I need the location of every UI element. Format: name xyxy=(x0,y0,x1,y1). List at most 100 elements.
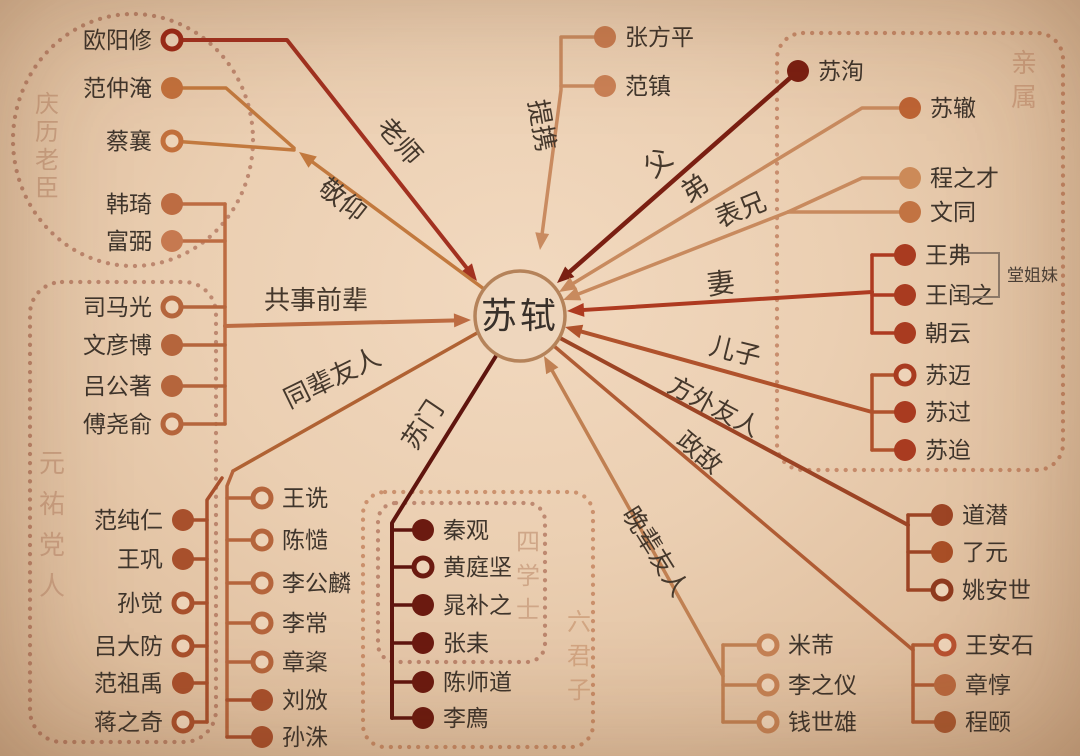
svg-text:庆: 庆 xyxy=(35,90,59,118)
node-label-fan-chunren: 范纯仁 xyxy=(94,508,163,534)
node-dot-filled xyxy=(412,707,434,729)
svg-text:学: 学 xyxy=(516,562,540,590)
node-mi-fu: 米芾 xyxy=(756,633,834,659)
connector-23 xyxy=(567,290,874,317)
node-chen-shidao: 陈师道 xyxy=(412,670,512,696)
node-dot-open xyxy=(250,486,274,510)
node-label-cheng-zhicai: 程之才 xyxy=(930,166,999,192)
node-li-chang: 李常 xyxy=(250,611,328,637)
node-wen-tong: 文同 xyxy=(899,200,976,226)
edge-label-tongbei-youren: 同辈友人 xyxy=(279,343,386,416)
center-label: 苏轼 xyxy=(481,296,559,337)
svg-text:人: 人 xyxy=(39,572,65,602)
node-label-li-gonglin: 李公麟 xyxy=(282,571,351,597)
connector-15 xyxy=(559,106,912,292)
node-dot-filled xyxy=(172,509,194,531)
svg-text:亲: 亲 xyxy=(1011,49,1037,79)
svg-text:四: 四 xyxy=(516,528,540,556)
svg-text:士: 士 xyxy=(516,596,540,624)
node-dot-filled xyxy=(412,594,434,616)
svg-text:党: 党 xyxy=(39,531,65,561)
center-node-su-shi: 苏轼 xyxy=(473,269,567,363)
node-chao-yun: 朝云 xyxy=(894,321,971,347)
node-dot-filled xyxy=(894,322,916,344)
node-dot-filled xyxy=(899,201,921,223)
node-dao-qian: 道潜 xyxy=(931,503,1008,529)
connector-43 xyxy=(544,356,725,678)
node-label-lv-dafang: 吕大防 xyxy=(94,634,163,660)
node-label-sun-zhu: 孙洙 xyxy=(282,725,328,751)
edge-label-zhengdi: 政敌 xyxy=(671,425,728,479)
node-zhang-jie: 章楶 xyxy=(250,650,328,676)
node-li-zhiyi: 李之仪 xyxy=(756,673,857,699)
node-su-zhe: 苏辙 xyxy=(899,96,976,122)
node-label-qian-shixiong: 钱世雄 xyxy=(788,710,857,736)
node-label-fan-zhen: 范镇 xyxy=(625,74,671,100)
node-dot-filled xyxy=(251,726,273,748)
node-fu-bi: 富弼 xyxy=(106,229,183,255)
node-label-li-zhi: 李廌 xyxy=(443,706,489,732)
svg-text:元: 元 xyxy=(39,449,65,479)
node-dot-filled xyxy=(251,689,273,711)
svg-text:老: 老 xyxy=(35,146,59,174)
node-sima-guang: 司马光 xyxy=(83,295,184,321)
node-label-cheng-yi: 程颐 xyxy=(965,710,1011,736)
node-label-fan-zuyu: 范祖禹 xyxy=(94,671,163,697)
svg-text:六: 六 xyxy=(567,608,591,636)
node-label-liao-yuan: 了元 xyxy=(962,540,1008,566)
node-dot-open xyxy=(171,591,195,615)
edge-label-fangwai-youren: 方外友人 xyxy=(663,370,765,443)
svg-text:历: 历 xyxy=(35,118,59,146)
node-dot-open xyxy=(250,528,274,552)
node-dot-open xyxy=(250,571,274,595)
bracket-tang-jiemei: 堂姐妹 xyxy=(963,252,1058,298)
node-dot-open xyxy=(933,633,957,657)
node-label-han-qi: 韩琦 xyxy=(106,192,152,218)
node-lv-dafang: 吕大防 xyxy=(94,634,195,660)
node-dot-open xyxy=(160,412,184,436)
node-label-fu-yaoyu: 傅尧俞 xyxy=(83,412,152,438)
node-label-wang-shen: 王诜 xyxy=(282,486,328,512)
node-dot-filled xyxy=(161,375,183,397)
svg-text:属: 属 xyxy=(1011,83,1037,113)
node-su-xun: 苏洵 xyxy=(787,59,864,85)
node-label-su-guo: 苏过 xyxy=(925,400,971,426)
node-dot-filled xyxy=(894,401,916,423)
node-sun-jue: 孙觉 xyxy=(117,591,195,617)
node-dot-filled xyxy=(787,60,809,82)
center-circle xyxy=(473,269,567,363)
connector-28 xyxy=(565,324,874,414)
node-dot-open xyxy=(171,710,195,734)
arrowhead xyxy=(563,287,582,301)
node-dot-filled xyxy=(412,632,434,654)
connector-38 xyxy=(552,344,915,652)
svg-text:臣: 臣 xyxy=(35,174,59,202)
connector-16 xyxy=(786,176,912,214)
node-li-gonglin: 李公麟 xyxy=(250,571,351,597)
node-label-lv-gongzhu: 吕公著 xyxy=(83,374,152,400)
node-dot-open xyxy=(171,634,195,658)
node-label-zhang-lei: 张耒 xyxy=(443,631,489,657)
connector-33 xyxy=(558,336,910,527)
node-dot-filled xyxy=(899,167,921,189)
node-cheng-yi: 程颐 xyxy=(934,710,1011,736)
node-dot-filled xyxy=(161,334,183,356)
node-jiang-zhiqi: 蒋之奇 xyxy=(94,710,195,736)
bracket-label: 堂姐妹 xyxy=(1007,266,1058,286)
node-cai-xiang: 蔡襄 xyxy=(106,129,184,155)
node-dot-filled xyxy=(894,439,916,461)
node-dot-filled xyxy=(934,674,956,696)
node-dot-filled xyxy=(594,26,616,48)
node-dot-filled xyxy=(931,504,953,526)
node-dot-filled xyxy=(172,548,194,570)
node-dot-open xyxy=(756,710,780,734)
node-li-zhi: 李廌 xyxy=(412,706,489,732)
connector-51 xyxy=(231,331,479,473)
node-fan-zhen: 范镇 xyxy=(594,74,671,100)
node-label-wen-tong: 文同 xyxy=(930,200,976,226)
node-su-guo: 苏过 xyxy=(894,400,971,426)
node-qian-shixiong: 钱世雄 xyxy=(756,710,857,736)
edge-label-tixie: 提携 xyxy=(522,97,561,153)
